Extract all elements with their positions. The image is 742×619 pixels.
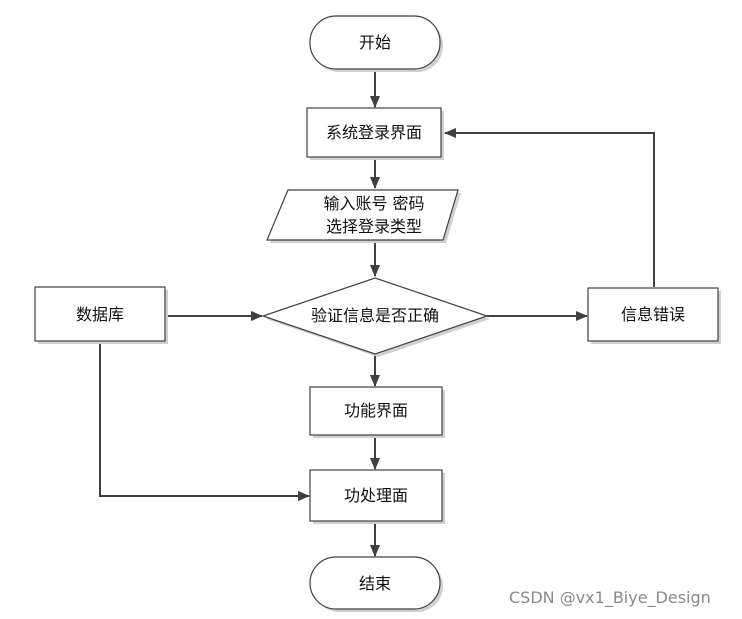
verify-label: 验证信息是否正确 bbox=[311, 306, 439, 325]
edge-database-to-process bbox=[99, 343, 310, 501]
database-label: 数据库 bbox=[76, 305, 124, 324]
process-label: 功处理面 bbox=[344, 486, 408, 505]
connectors bbox=[99, 70, 655, 557]
input-label-line2: 选择登录类型 bbox=[326, 217, 422, 236]
watermark-text: CSDN @vx1_Biye_Design bbox=[509, 588, 711, 607]
start-node: 开始 bbox=[309, 15, 443, 72]
edge-error-to-login bbox=[444, 128, 655, 287]
end-label: 结束 bbox=[359, 574, 391, 593]
database-node: 数据库 bbox=[34, 286, 168, 344]
input-credentials-node: 输入账号 密码 选择登录类型 bbox=[266, 189, 461, 243]
input-label-line1: 输入账号 密码 bbox=[323, 194, 424, 213]
start-label: 开始 bbox=[359, 33, 391, 52]
login-ui-node: 系统登录界面 bbox=[306, 107, 444, 160]
login-ui-label: 系统登录界面 bbox=[326, 123, 422, 142]
function-ui-label: 功能界面 bbox=[344, 401, 408, 420]
function-ui-node: 功能界面 bbox=[309, 386, 445, 438]
verify-decision-node: 验证信息是否正确 bbox=[261, 277, 490, 357]
end-node: 结束 bbox=[309, 556, 443, 612]
error-node: 信息错误 bbox=[587, 287, 721, 344]
error-label: 信息错误 bbox=[621, 305, 685, 324]
process-node: 功处理面 bbox=[309, 469, 445, 524]
